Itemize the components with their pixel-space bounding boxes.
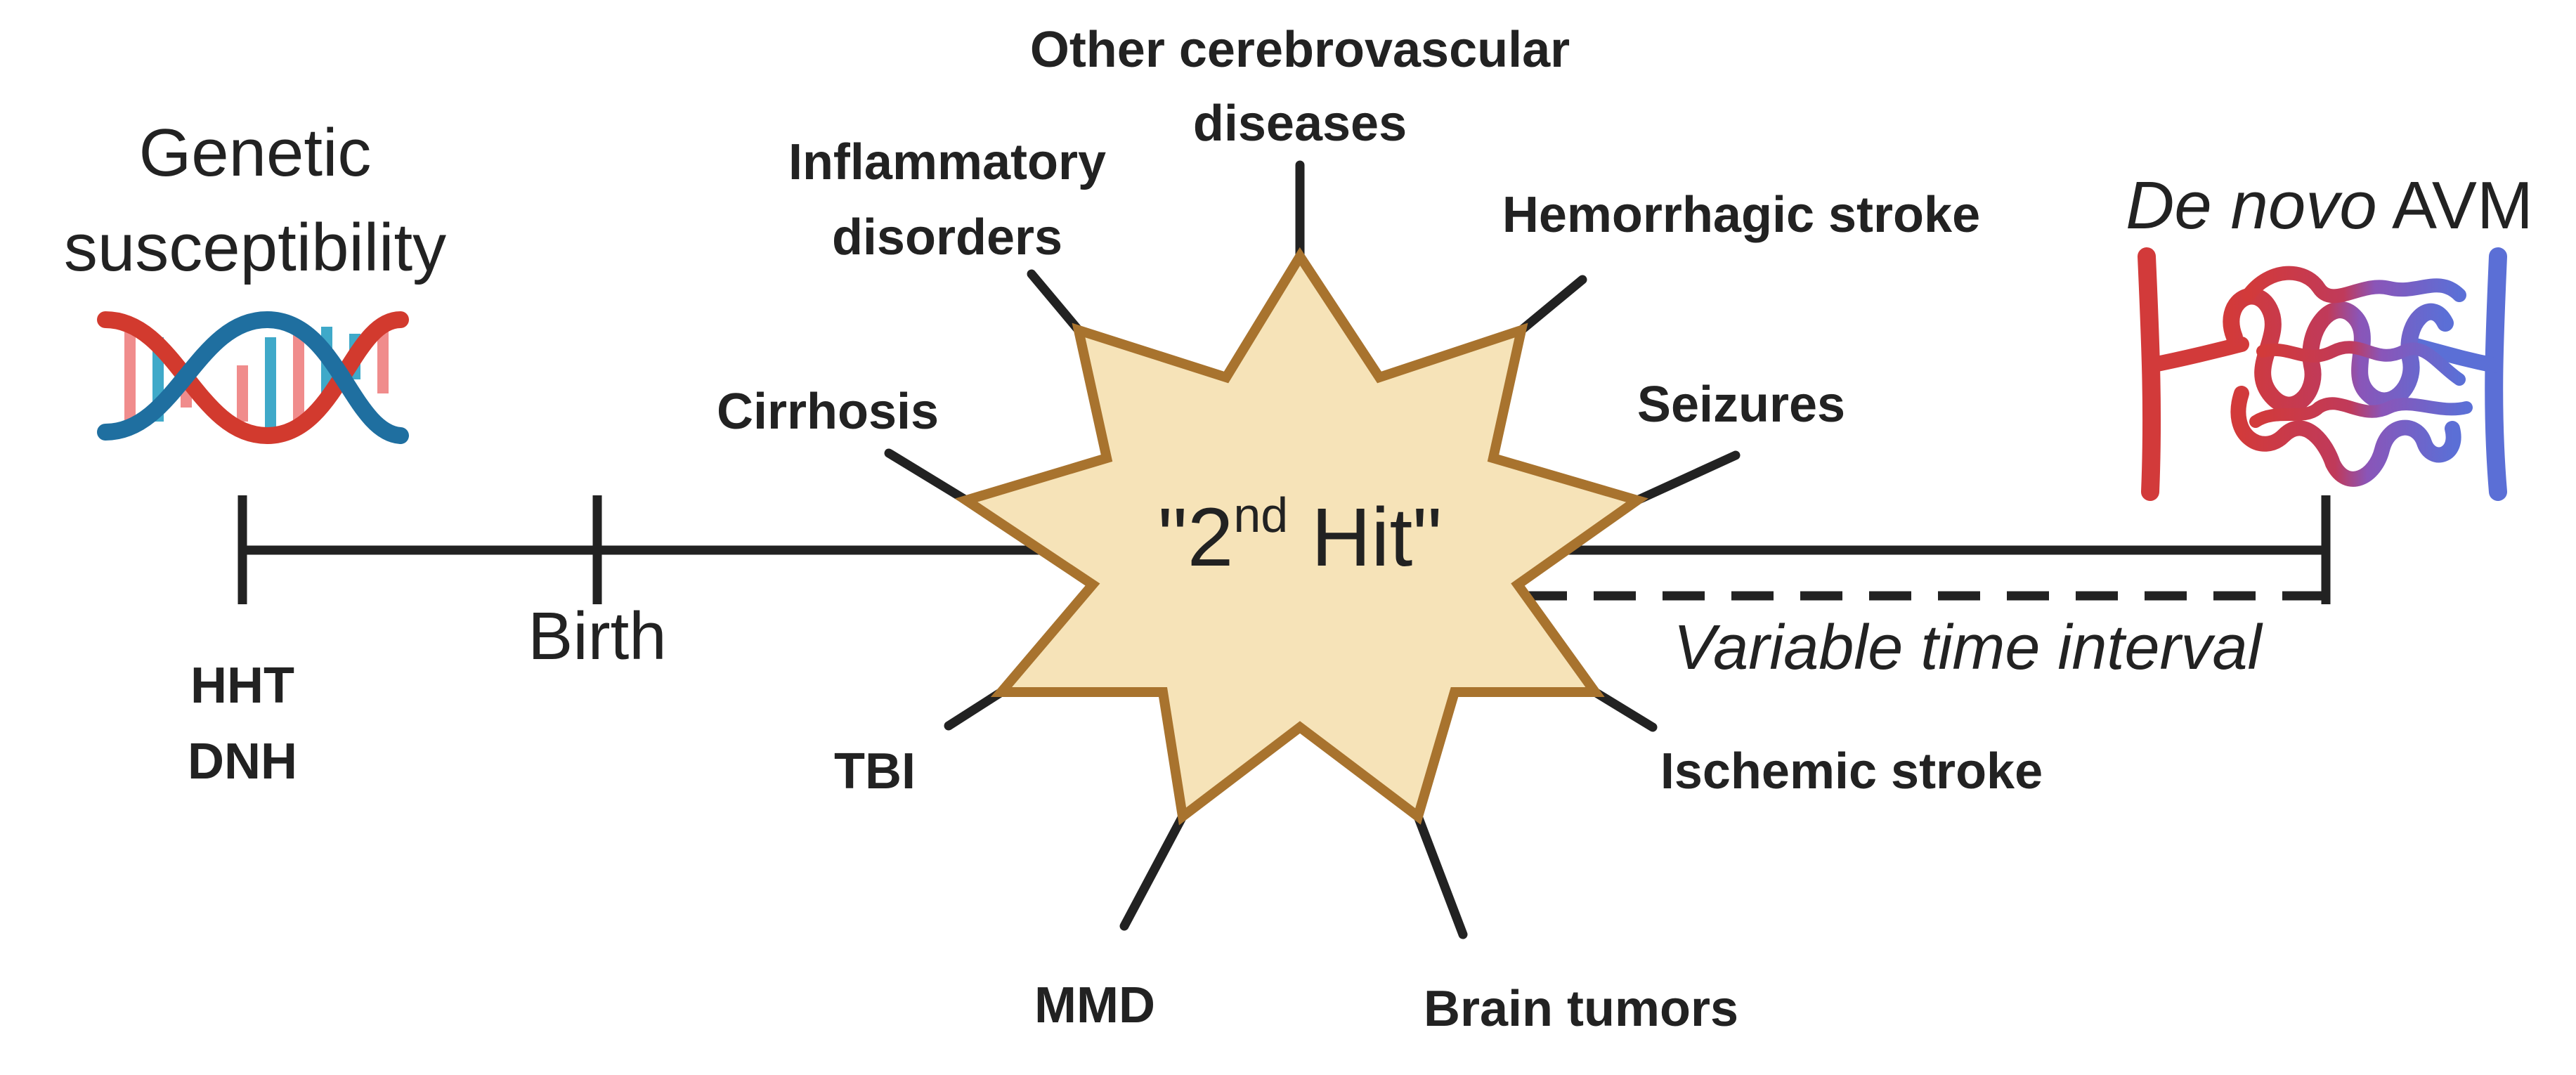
spoke-ischemic (1590, 687, 1658, 732)
cerebro-label-line2: diseases (1193, 96, 1407, 152)
spokes (884, 160, 1741, 939)
ischemic-label: Ischemic stroke (1660, 743, 2043, 800)
dna-icon (97, 311, 409, 445)
cerebro-label-line1: Other cerebrovascular (1030, 22, 1570, 78)
brain-tumors-label: Brain tumors (1424, 981, 1738, 1037)
avm-vessel-icon (2138, 247, 2507, 501)
tbi-label: TBI (834, 743, 916, 800)
hht-label: HHT (190, 658, 294, 714)
inflammatory-label-line2: disorders (832, 209, 1062, 266)
avm-title: De novo AVM (2126, 168, 2533, 243)
genetic-label-line1: Genetic (139, 115, 372, 190)
spoke-tbi (944, 687, 1006, 731)
inflammatory-label-line1: Inflammatory (788, 134, 1106, 190)
cirrhosis-label: Cirrhosis (717, 384, 939, 440)
second-hit-label: "2nd Hit" (1158, 488, 1442, 584)
hemorrhagic-label: Hemorrhagic stroke (1502, 187, 1980, 243)
dnh-label: DNH (188, 734, 297, 790)
seizures-label: Seizures (1637, 377, 1845, 433)
birth-label: Birth (528, 599, 666, 674)
genetic-label-line2: susceptibility (64, 210, 446, 285)
timeline (238, 495, 2331, 604)
spoke-hemorrhagic (1516, 275, 1587, 335)
second-hit-star (954, 247, 1648, 826)
spoke-seizures (1632, 450, 1741, 505)
spoke-cirrhosis (884, 448, 971, 505)
spoke-brain-tumors (1413, 812, 1468, 939)
mmd-label: MMD (1034, 977, 1155, 1034)
variable-interval-label: Variable time interval (1673, 613, 2263, 683)
spoke-mmd (1119, 812, 1188, 931)
spoke-inflammatory (1027, 269, 1084, 335)
